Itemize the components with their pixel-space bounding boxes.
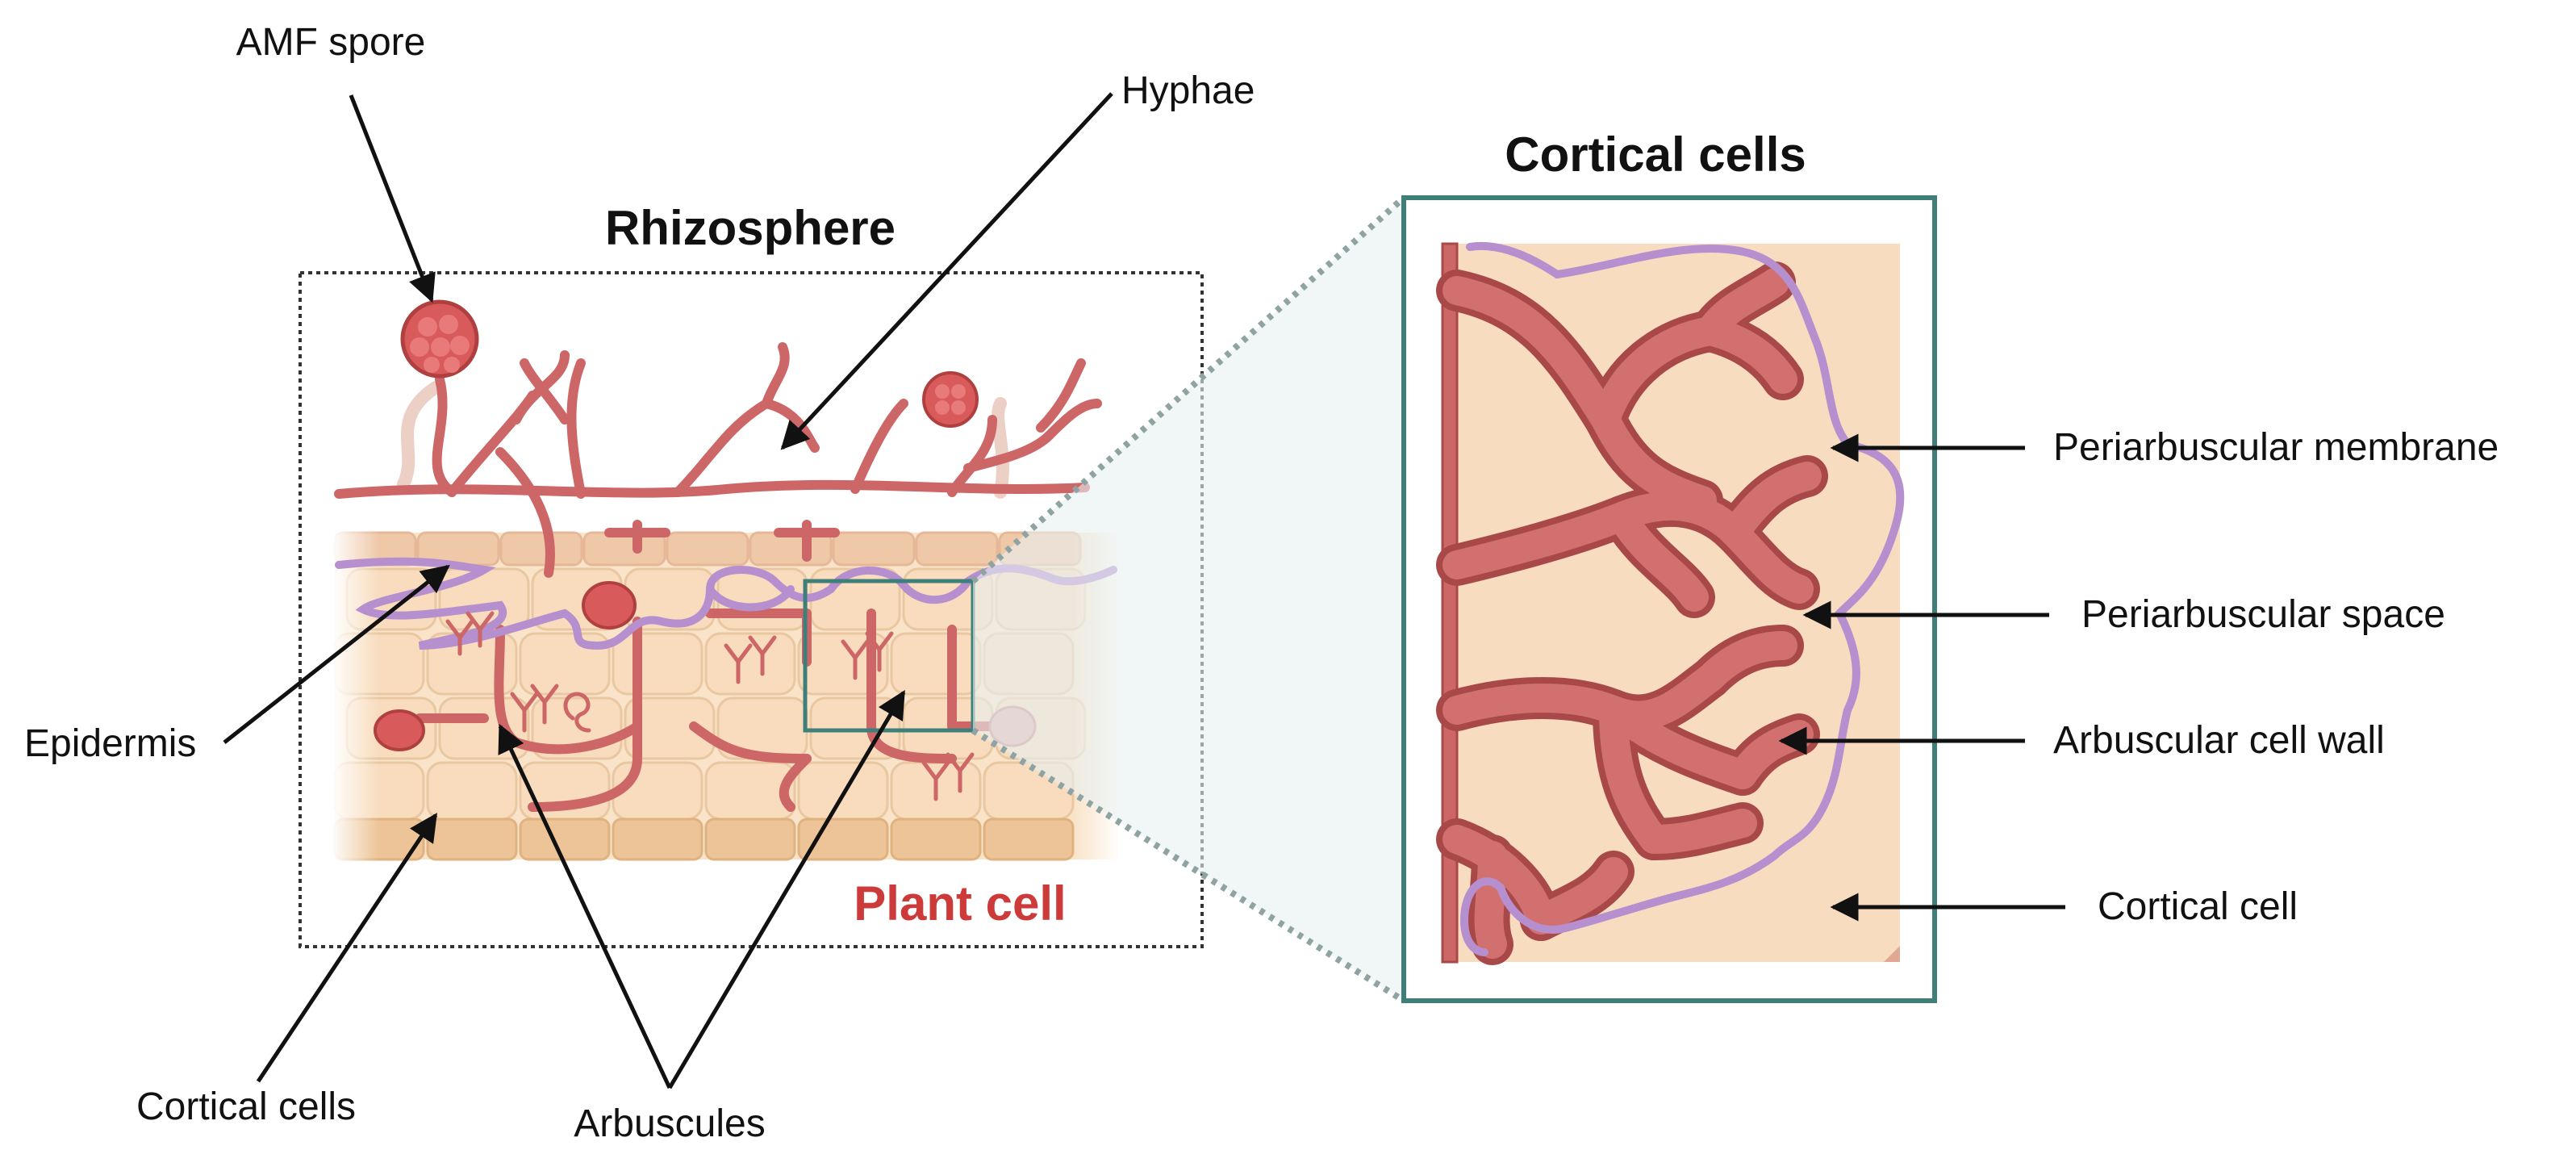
- label-periarbuscular-membrane: Periarbuscular membrane: [2053, 426, 2499, 469]
- label-arbuscules: Arbuscules: [574, 1102, 765, 1145]
- label-cortical-cells: Cortical cells: [136, 1085, 356, 1128]
- labels: AMF spore Hyphae Epidermis Cortical cell…: [24, 21, 2499, 1145]
- arrow-arbuscules-b: [667, 689, 906, 1089]
- cortical-cells-inset: [1401, 195, 1937, 1003]
- periarbuscular-membrane-line: [1459, 241, 1905, 956]
- rhizosphere-title: Rhizosphere: [605, 201, 896, 255]
- label-cortical-cell: Cortical cell: [2098, 885, 2298, 928]
- arbuscule-detail: [1436, 261, 1828, 965]
- label-amf-spore: AMF spore: [236, 21, 426, 64]
- callout-arrows: [223, 92, 2065, 1089]
- arrow-epidermis: [223, 564, 450, 744]
- label-arbuscular-cell-wall: Arbuscular cell wall: [2053, 719, 2385, 762]
- amf-spore-main: [400, 299, 479, 378]
- arrow-amf-spore: [349, 94, 436, 303]
- plant-cell-title: Plant cell: [854, 876, 1066, 931]
- label-hyphae: Hyphae: [1121, 69, 1255, 112]
- label-epidermis: Epidermis: [24, 722, 196, 765]
- spores: [374, 299, 1037, 751]
- arrow-cortical-cells: [256, 813, 438, 1083]
- arbuscule-clusters: [445, 611, 975, 801]
- membrane-path: [335, 557, 1117, 650]
- zoom-wedge: [971, 195, 1406, 1004]
- arrow-arbuscules-a: [498, 723, 672, 1089]
- label-periarbuscular-space: Periarbuscular space: [2081, 593, 2445, 636]
- cortical-cells-inset-title: Cortical cells: [1505, 128, 1806, 182]
- arrow-hyphae: [780, 92, 1113, 450]
